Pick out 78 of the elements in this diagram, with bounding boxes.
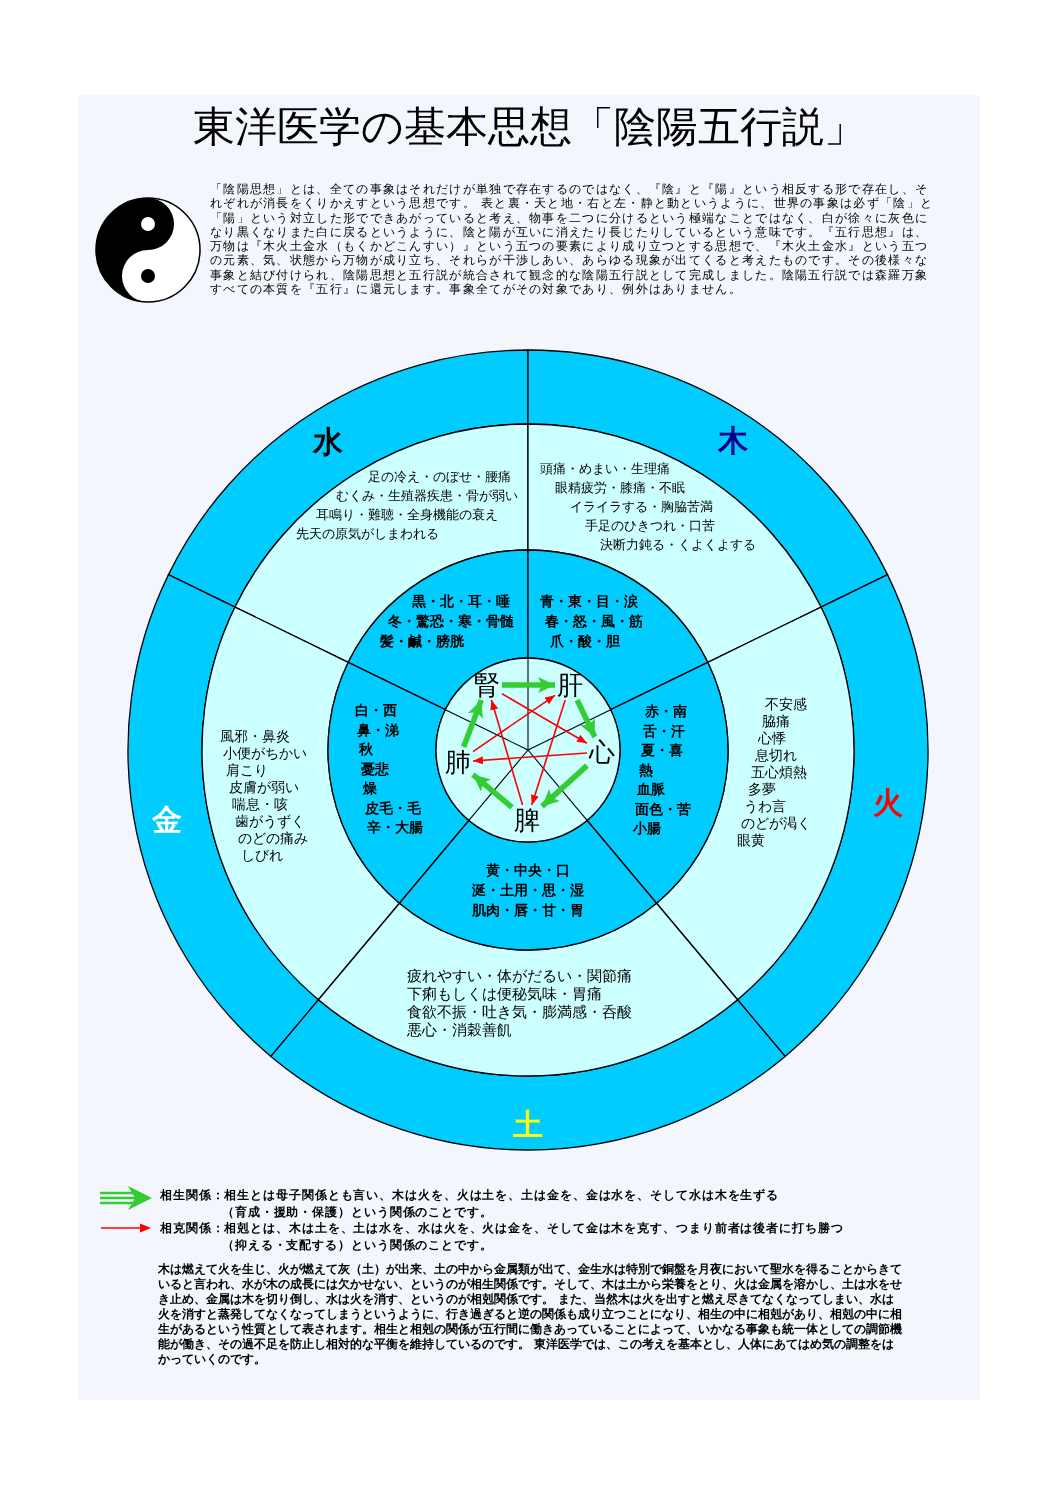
symptom-text: しびれ <box>241 848 283 864</box>
symptom-text: 手足のひきつれ・口苦 <box>585 519 715 534</box>
legend-text: 相克関係：相剋とは、木は土を、土は水を、水は火を、火は金を、そして金は木を克す、つまり前者は後者に打ち勝つ（抑える・支配する）という関係のことです。 <box>160 1220 845 1253</box>
correspondence-text: 赤・南 <box>645 704 687 720</box>
symptom-text: むくみ・生殖器疾患・骨が弱い <box>336 489 518 504</box>
organ-label: 腎 <box>474 672 500 698</box>
symptom-text: 眼黄 <box>737 833 765 849</box>
correspondence-text: 夏・喜 <box>641 743 683 759</box>
correspondence-text: 舌・汗 <box>643 723 685 739</box>
correspondence-text: 熱 <box>639 762 653 778</box>
arrow <box>472 752 588 765</box>
correspondence-text: 面色・苦 <box>635 801 691 817</box>
element-label: 金 <box>152 805 182 835</box>
correspondence-text: 冬・驚恐・寒・骨髄 <box>388 614 514 630</box>
arrow <box>574 698 598 739</box>
arrow <box>471 772 514 810</box>
symptom-text: のどが渇く <box>740 816 811 832</box>
arrow <box>531 699 566 806</box>
symptom-text: 悪心・消穀善飢 <box>407 1023 512 1039</box>
element-label: 火 <box>873 788 903 818</box>
symptom-text: 脇痛 <box>761 714 790 730</box>
symptom-text: 食欲不振・吐き気・膨満感・呑酸 <box>407 1005 632 1021</box>
symptom-text: うわ言 <box>744 799 786 815</box>
body-paragraph: 木は燃えて火を生じ、火が燃えて灰（土）が出来、土の中から金属類が出て、金生水は特別で銅盤を月夜において聖水を得ることからきていると言われ、水が木の成長には欠かせない、というのが相生関係です。そして、木は土から栄養をとり、火は金属を溶かし、土は水をせき止め、金属は木を切り倒し、水は火を消す、というのが相剋関係です。 また、当然木は火を出すと燃え尽きてなくなってしまい、水は火を消すと蒸発してなくなってしまうというように、行き過ぎると逆の関係も成り立つことになり、相生の中に相剋があり、相剋の中に相生があるという性質として表されます。相生と相剋の関係が五行間に働きあっていることによって、いかなる事象も統一体としての調節機能が働き、その過不足を防止し相対的な平衡を維持しているのです。 東洋医学では、この考えを基本とし、人体にあてはめ気の調整をはかっていくのです。 <box>158 1262 903 1367</box>
element-label: 水 <box>313 427 343 457</box>
correspondence-text: 黄・中央・口 <box>486 863 570 879</box>
correspondence-text: 春・怒・風・筋 <box>545 614 643 630</box>
symptom-text: 多夢 <box>747 782 776 798</box>
correspondence-text: 爪・酸・胆 <box>550 634 620 650</box>
organ-label: 肺 <box>445 749 471 775</box>
symptom-text: 疲れやすい・体がだるい・関節痛 <box>407 969 632 985</box>
element-label: 木 <box>718 426 748 456</box>
title: 東洋医学の基本思想「陰陽五行説」 <box>192 104 866 151</box>
correspondence-text: 憂悲 <box>361 761 389 777</box>
arrow <box>490 699 524 806</box>
correspondence-text: 鼻・涕 <box>357 722 399 738</box>
correspondence-text: 白・西 <box>355 703 397 719</box>
arrow <box>540 763 589 809</box>
symptom-text: 五心煩熱 <box>751 765 807 781</box>
arrow <box>461 699 484 748</box>
organ-label: 心 <box>589 739 615 765</box>
symptom-text: イライラする・胸脇苦満 <box>570 500 713 515</box>
symptom-text: 先天の原気がしまわれる <box>296 527 439 542</box>
arrow <box>501 692 588 745</box>
symptom-text: 肩こり <box>226 763 268 779</box>
correspondence-text: 皮毛・毛 <box>365 800 421 816</box>
correspondence-text: 青・東・目・涙 <box>540 594 638 610</box>
correspondence-text: 秋 <box>359 742 373 758</box>
symptom-text: 決断力鈍る・くよくよする <box>600 538 756 553</box>
symptom-text: 歯がうずく <box>235 814 305 830</box>
organ-label: 脾 <box>514 807 540 833</box>
correspondence-text: 肌肉・唇・甘・胃 <box>472 903 584 919</box>
symptom-text: のどの痛み <box>238 831 308 847</box>
arrow <box>502 677 555 693</box>
symptom-text: 風邪・鼻炎 <box>220 729 290 745</box>
symptom-text: 心悸 <box>758 731 786 747</box>
symptom-text: 息切れ <box>754 748 797 764</box>
correspondence-text: 血脈 <box>637 782 665 798</box>
symptom-text: 頭痛・めまい・生理痛 <box>540 462 670 477</box>
symptom-text: 皮膚が弱い <box>229 780 299 796</box>
symptom-text: 喘息・咳 <box>232 797 288 813</box>
legend-text: 相生関係：相生とは母子関係とも言い、木は火を、火は土を、土は金を、金は水を、そして水は木を生ずる（育成・援助・保護）という関係のことです。 <box>160 1187 781 1220</box>
arrow <box>472 694 556 753</box>
intro-paragraph: 「陰陽思想」とは、全ての事象はそれだけが単独で存在するのではなく、『陰』と『陽』という相反する形で存在し、それぞれが消長をくりかえすという思想です。 表と裏・天と地・右と左・静と動というように、世界の事象は必ず「陰」と「陽」という対立した形でできあがっていると考え、物事を二つに分けるという極端なことではなく、白が徐々に灰色になり黒くなりまた白に戻るというように、陰と陽が互いに消えたり長じたりしているという意味です。『五行思想』は、万物は『木火土金水（もくかどこんすい）』という五つの要素により成り立つとする思想で、『木火土金水』という五つの元素、気、状態から万物が成り立ち、それらが干渉しあい、あらゆる現象が出てくると考えたものです。その後様々な事象と結び付けられ、陰陽思想と五行説が統合されて観念的な陰陽五行説として完成しました。陰陽五行説では森羅万象すべての本質を『五行』に還元します。事象全てがその対象であり、例外はありません。 <box>210 182 935 297</box>
correspondence-text: 小腸 <box>633 821 661 837</box>
symptom-text: 眼精疲労・膝痛・不眠 <box>555 481 685 496</box>
symptom-text: 足の冷え・のぼせ・腰痛 <box>368 470 511 485</box>
symptom-text: 不安感 <box>765 697 807 713</box>
correspondence-text: 黒・北・耳・唾 <box>412 594 510 610</box>
symptom-text: 小便がちかい <box>223 746 307 762</box>
symptom-text: 下痢もしくは便秘気味・胃痛 <box>407 987 602 1003</box>
correspondence-text: 辛・大腸 <box>367 820 423 836</box>
element-label: 土 <box>513 1110 543 1140</box>
correspondence-text: 髪・鹹・膀胱 <box>380 634 464 650</box>
correspondence-text: 涎・土用・思・湿 <box>472 883 584 899</box>
correspondence-text: 燥 <box>363 781 377 797</box>
symptom-text: 耳鳴り・難聴・全身機能の衰え <box>316 508 498 523</box>
organ-label: 肝 <box>557 672 583 698</box>
